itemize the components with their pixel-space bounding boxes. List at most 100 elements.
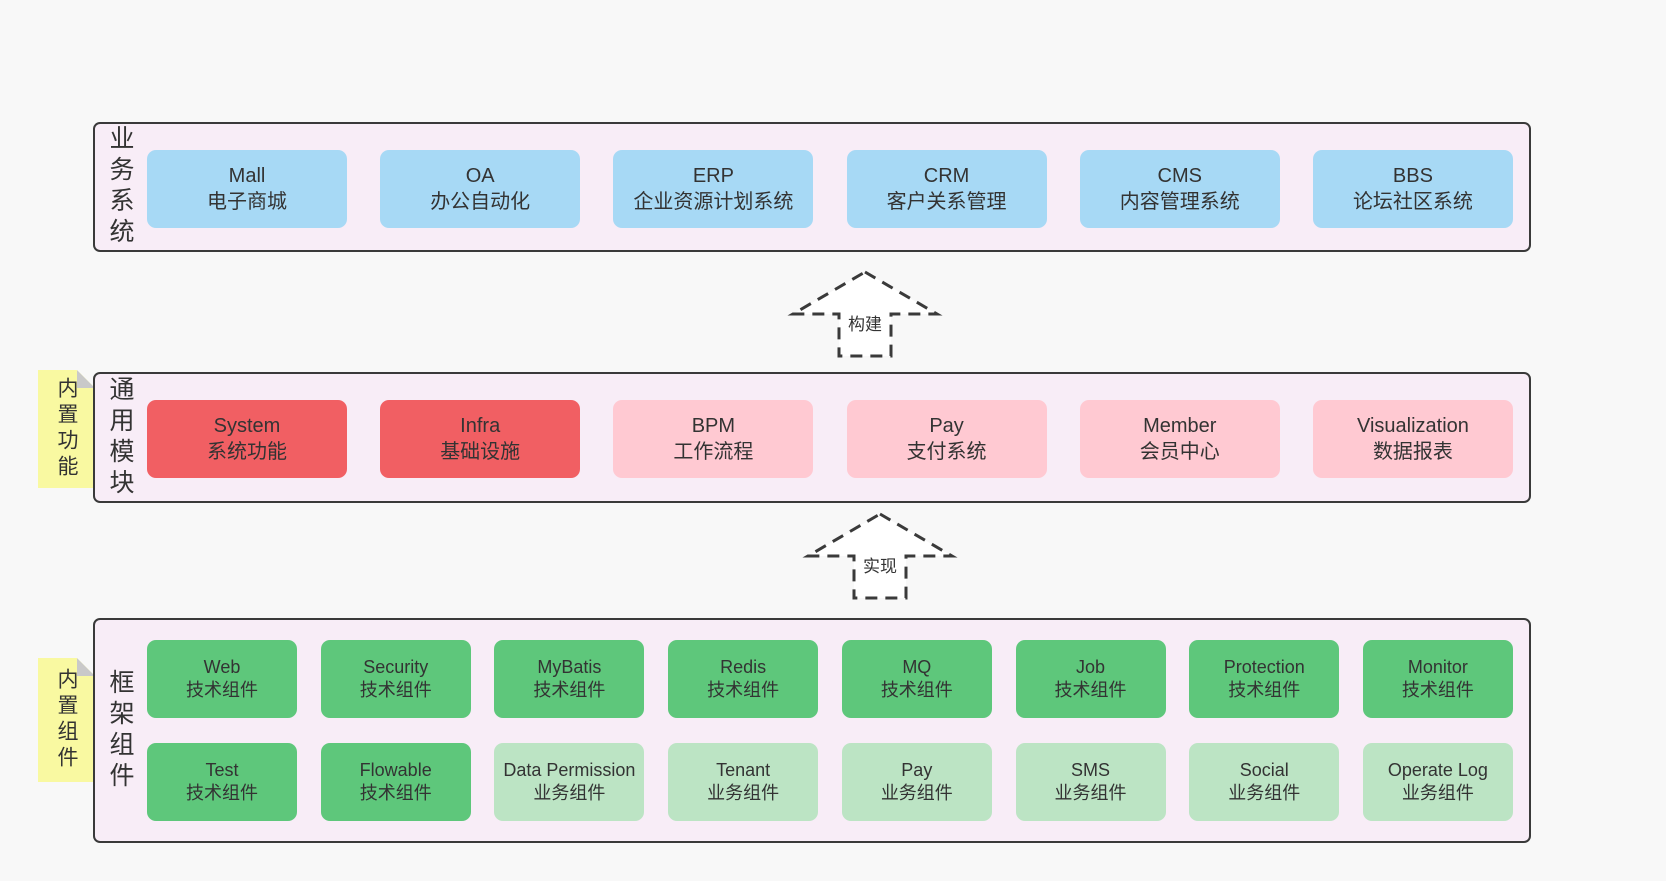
box-title: Visualization	[1356, 415, 1469, 437]
arrow-build-label: 构建	[845, 310, 885, 335]
box-web: Web 技术组件	[147, 640, 297, 718]
box-title: Pay	[929, 415, 964, 437]
box-subtitle: 技术组件	[1228, 680, 1301, 700]
box-subtitle: 技术组件	[880, 680, 953, 700]
box-monitor: Monitor 技术组件	[1362, 640, 1513, 718]
sticky-note-text: 内置功能	[55, 377, 78, 481]
box-bbs: BBS 论坛社区系统	[1312, 150, 1513, 228]
box-title: OA	[465, 165, 495, 187]
box-title: Social	[1239, 759, 1289, 780]
box-subtitle: 技术组件	[359, 680, 432, 700]
band-business-systems-label: 业务系统	[106, 125, 134, 249]
arrow-implement: 实现	[800, 510, 960, 602]
box-subtitle: 办公自动化	[430, 191, 531, 213]
box-tenant: Tenant 业务组件	[668, 743, 819, 821]
box-title: Security	[363, 656, 429, 677]
framework-components-row-1: Web 技术组件 Security 技术组件 MyBatis 技术组件 Redi…	[147, 640, 1513, 718]
box-member: Member 会员中心	[1079, 400, 1280, 478]
band-common-modules: 通用模块 System 系统功能 Infra 基础设施 BPM 工作流程 Pay…	[93, 372, 1531, 503]
box-crm: CRM 客户关系管理	[846, 150, 1047, 228]
box-subtitle: 业务组件	[707, 783, 780, 803]
business-systems-row: Mall 电子商城 OA 办公自动化 ERP 企业资源计划系统 CRM 客户关系…	[147, 150, 1513, 228]
box-subtitle: 技术组件	[1054, 680, 1127, 700]
box-flowable: Flowable 技术组件	[320, 743, 471, 821]
box-subtitle: 数据报表	[1372, 441, 1453, 463]
box-title: Data Permission	[503, 759, 636, 780]
box-subtitle: 基础设施	[440, 441, 521, 463]
band-framework-components-label: 框架组件	[106, 668, 134, 793]
box-security: Security 技术组件	[320, 640, 471, 718]
box-subtitle: 会员中心	[1139, 441, 1220, 463]
box-subtitle: 技术组件	[186, 680, 258, 700]
box-cms: CMS 内容管理系统	[1079, 150, 1280, 228]
box-social: Social 业务组件	[1189, 743, 1340, 821]
box-erp: ERP 企业资源计划系统	[613, 150, 814, 228]
box-title: System	[213, 415, 281, 437]
box-mall: Mall 电子商城	[147, 150, 347, 228]
box-title: Tenant	[716, 759, 771, 780]
sticky-note-text: 内置组件	[55, 668, 78, 772]
sticky-note-builtin-features: 内置功能	[38, 370, 95, 488]
box-subtitle: 内容管理系统	[1119, 191, 1240, 213]
box-title: Monitor	[1407, 656, 1468, 677]
box-title: Protection	[1223, 656, 1305, 677]
box-title: Mall	[228, 165, 266, 187]
arrow-build: 构建	[785, 268, 945, 360]
box-subtitle: 系统功能	[207, 441, 287, 463]
box-title: Infra	[460, 415, 501, 437]
box-subtitle: 企业资源计划系统	[633, 191, 794, 213]
box-job: Job 技术组件	[1015, 640, 1166, 718]
box-subtitle: 技术组件	[186, 783, 258, 803]
box-title: MyBatis	[537, 656, 602, 677]
box-title: Redis	[720, 656, 767, 677]
box-subtitle: 论坛社区系统	[1352, 191, 1473, 213]
box-subtitle: 业务组件	[1401, 783, 1474, 803]
box-title: BBS	[1392, 165, 1433, 187]
box-redis: Redis 技术组件	[668, 640, 819, 718]
box-subtitle: 电子商城	[207, 191, 287, 213]
box-subtitle: 工作流程	[673, 441, 754, 463]
box-visualization: Visualization 数据报表	[1312, 400, 1513, 478]
box-title: Test	[205, 759, 239, 780]
box-title: Operate Log	[1387, 759, 1488, 780]
box-sms: SMS 业务组件	[1015, 743, 1166, 821]
band-business-systems: 业务系统 Mall 电子商城 OA 办公自动化 ERP 企业资源计划系统 CRM…	[93, 122, 1531, 252]
box-pay-module: Pay 支付系统	[846, 400, 1047, 478]
box-test: Test 技术组件	[147, 743, 297, 821]
box-title: Member	[1143, 415, 1217, 437]
arrow-implement-label: 实现	[860, 552, 900, 577]
box-title: Flowable	[359, 759, 432, 780]
common-modules-row: System 系统功能 Infra 基础设施 BPM 工作流程 Pay 支付系统…	[147, 400, 1513, 478]
band-framework-components: 框架组件 Web 技术组件 Security 技术组件 MyBatis 技术组件…	[93, 618, 1531, 843]
box-system: System 系统功能	[147, 400, 347, 478]
box-subtitle: 业务组件	[880, 783, 953, 803]
box-mybatis: MyBatis 技术组件	[494, 640, 645, 718]
box-subtitle: 技术组件	[707, 680, 780, 700]
box-title: Pay	[901, 759, 933, 780]
box-title: Job	[1076, 656, 1106, 677]
box-subtitle: 业务组件	[1054, 783, 1127, 803]
box-title: CMS	[1157, 165, 1202, 187]
sticky-note-builtin-components: 内置组件	[38, 658, 95, 782]
box-subtitle: 支付系统	[906, 441, 987, 463]
box-subtitle: 客户关系管理	[886, 191, 1007, 213]
box-data-permission: Data Permission 业务组件	[494, 743, 645, 821]
box-subtitle: 技术组件	[1401, 680, 1474, 700]
box-title: BPM	[691, 415, 736, 437]
box-infra: Infra 基础设施	[380, 400, 581, 478]
box-title: ERP	[692, 165, 734, 187]
box-subtitle: 业务组件	[533, 783, 606, 803]
box-title: Web	[203, 656, 241, 677]
box-oa: OA 办公自动化	[380, 150, 581, 228]
box-bpm: BPM 工作流程	[613, 400, 814, 478]
box-protection: Protection 技术组件	[1189, 640, 1340, 718]
box-title: CRM	[923, 165, 970, 187]
box-title: SMS	[1071, 759, 1111, 780]
box-subtitle: 技术组件	[359, 783, 432, 803]
box-mq: MQ 技术组件	[841, 640, 992, 718]
box-operate-log: Operate Log 业务组件	[1362, 743, 1513, 821]
box-subtitle: 业务组件	[1228, 783, 1301, 803]
box-pay-business: Pay 业务组件	[841, 743, 992, 821]
band-common-modules-label: 通用模块	[106, 375, 134, 500]
